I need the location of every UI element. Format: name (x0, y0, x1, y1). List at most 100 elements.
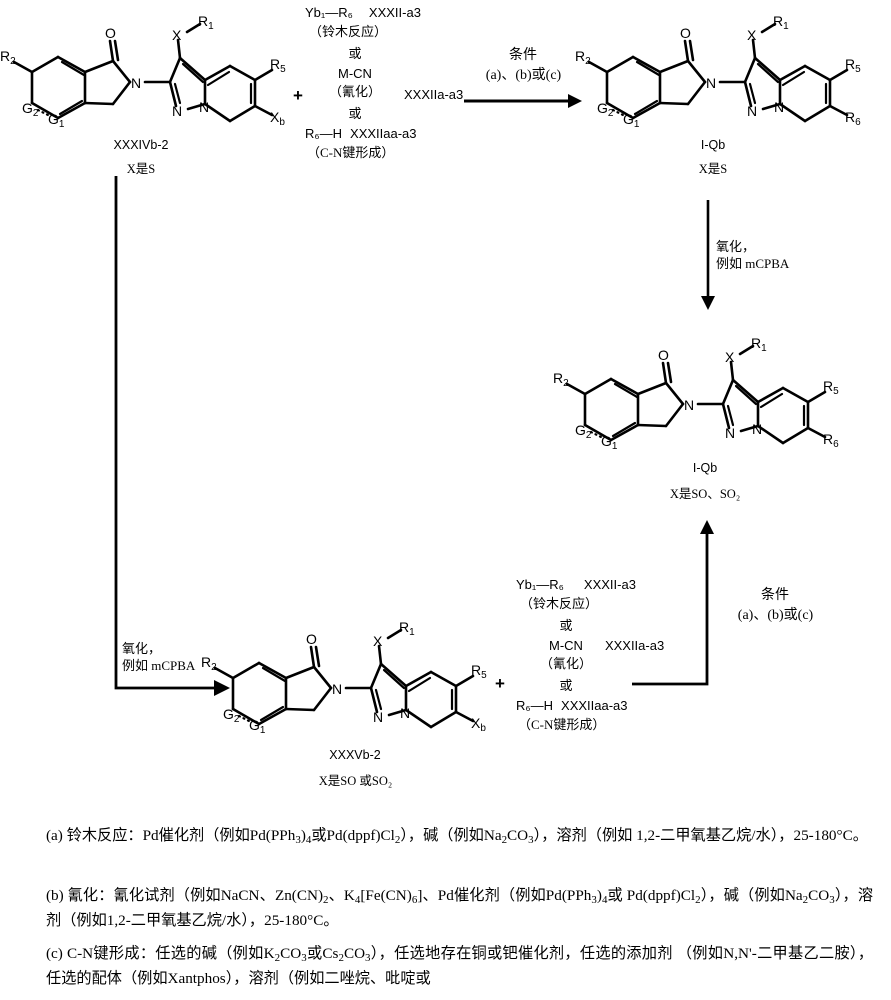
atom-label-r1: R1 (773, 13, 789, 32)
arrow-left-oxidation-drawing (114, 176, 230, 696)
atom-label-r2: R2 (201, 654, 217, 673)
reagent-bottom-line2-code: XXXIIa-a3 (604, 638, 665, 654)
structure-i-qb-sulfoxide-xlabel: X是SO、SO₂ (669, 487, 741, 501)
atom-label-n-bridge: N (774, 99, 784, 115)
reagent-top-line1-formula: Yb₁—R₆ (305, 5, 353, 20)
reagent-bottom-line3-note: （C-N键形成） (518, 717, 606, 733)
reagent-top-line3-note: （C-N键形成） (307, 145, 395, 161)
plus-sign-top: + (293, 86, 303, 105)
atom-label-n-lactam: N (684, 397, 694, 413)
atom-label-r5: R5 (270, 56, 286, 75)
arrow-top-conditions-drawing (464, 94, 582, 108)
structure-i-qb-sulfide-name: I-Qb (700, 138, 726, 152)
atom-label-r1: R1 (751, 335, 767, 354)
arrow-right-oxidation-drawing (701, 200, 715, 310)
structure-xxxivb-2: R2 G2 G1 O N X R1 N N R5 Xb (0, 13, 290, 139)
arrow-top-condition-label-2: (a)、(b)或(c) (485, 68, 562, 83)
reagent-top-line2-code: XXXIIa-a3 (404, 87, 464, 102)
atom-label-o: O (306, 631, 317, 647)
reagent-bottom-line2-formula: M-CN (549, 638, 583, 654)
structure-i-qb-sulfide-drawing: R2 G2 G1 O N X R1 N N R5 R6 (575, 13, 861, 130)
reagent-top-line1-code: XXXII-a3 (368, 5, 421, 20)
atom-label-x: X (373, 633, 383, 649)
atom-label-r5: R5 (471, 662, 487, 681)
atom-label-r2: R2 (575, 48, 591, 67)
atom-label-o: O (680, 25, 691, 41)
arrow-left-oxidation (112, 176, 232, 696)
arrow-right-oxidation-label-2: 例如 mCPBA (716, 256, 790, 271)
reagent-bottom-line3-code: XXXIIaa-a3 (561, 698, 628, 714)
reagent-bottom-or-2: 或 (559, 677, 573, 693)
atom-label-o: O (105, 25, 116, 41)
atom-label-x: X (172, 27, 182, 43)
arrow-bottom-condition-label-1: 条件 (761, 588, 789, 603)
atom-label-n-pyrazole: N (725, 425, 735, 441)
reagents-top: Yb₁—R₆ XXXII-a3 （铃木反应） 或 M-CN （氰化） 或 R₆—… (305, 5, 490, 161)
reagent-bottom-line3-formula: R₆—H (516, 698, 554, 714)
atom-label-n-pyrazole: N (747, 103, 757, 119)
structure-xxxvb-2-name: XXXVb-2 (329, 748, 381, 762)
reagent-top-line1-note: （铃木反应） (309, 23, 388, 39)
structure-xxxvb-2-xlabel: X是SO 或SO₂ (318, 774, 393, 788)
atom-label-n-bridge: N (199, 99, 209, 115)
reagent-top-line2-note: （氰化） (329, 84, 382, 100)
reagent-top-line2-formula: M-CN (338, 66, 372, 82)
structure-i-qb-sulfide-xlabel: X是S (698, 162, 728, 176)
atom-label-r2: R2 (0, 48, 16, 67)
structure-i-qb-sulfide: R2 G2 G1 O N X R1 N N R5 R6 (575, 13, 865, 139)
reagent-bottom-line1-code: XXXII-a3 (583, 577, 636, 592)
atom-label-x: X (725, 349, 735, 365)
atom-label-g2: G2 (597, 100, 614, 119)
plus-sign-bottom: + (495, 674, 505, 693)
atom-label-xb: Xb (270, 109, 285, 128)
arrow-bottom-conditions-drawing (632, 520, 714, 686)
atom-label-n-pyrazole: N (172, 103, 182, 119)
reagent-bottom-line2-note: （氰化） (540, 656, 593, 672)
structure-xxxivb-2-name: XXXIVb-2 (113, 138, 169, 152)
structure-i-qb-sulfoxide: R2 G2 G1 O N X R1 N N R5 R6 (548, 335, 848, 461)
atom-label-r2: R2 (553, 370, 569, 389)
reagent-bottom-line1-formula: Yb₁—R₆ (516, 577, 564, 592)
atom-label-g2: G2 (22, 100, 39, 119)
reagents-bottom: Yb₁—R₆ XXXII-a3 （铃木反应） 或 M-CN XXXIIa-a3 … (516, 577, 701, 733)
arrow-bottom-condition-label-2: (a)、(b)或(c) (737, 608, 814, 623)
reagent-bottom-or-1: 或 (559, 617, 573, 633)
structure-xxxivb-2-xlabel: X是S (126, 162, 156, 176)
arrow-left-oxidation-label-2: 例如 mCPBA (122, 658, 196, 673)
footnote-a: (a) 铃木反应：Pd催化剂（例如Pd(PPh3)4或Pd(dppf)Cl2），… (46, 827, 868, 847)
arrow-top-conditions (464, 90, 584, 110)
atom-label-r5: R5 (823, 378, 839, 397)
atom-label-r1: R1 (198, 13, 214, 32)
reagent-top-line3-formula: R₆—H (305, 126, 343, 142)
structure-xxxvb-2: R2 G2 G1 O N X R1 N N R5 Xb (196, 619, 496, 745)
atom-label-n-pyrazole: N (373, 709, 383, 725)
arrow-right-oxidation (700, 200, 720, 310)
arrow-bottom-conditions (630, 518, 720, 690)
reagent-bottom-line1-note: （铃木反应） (520, 595, 599, 611)
atom-label-xb: Xb (471, 715, 486, 734)
atom-label-x: X (747, 27, 757, 43)
footnote-b: (b) 氰化：氰化试剂（例如NaCN、Zn(CN)2、K4[Fe(CN)6]、P… (46, 887, 874, 929)
atom-label-r6: R6 (823, 431, 839, 450)
atom-label-n-lactam: N (131, 75, 141, 91)
atom-label-n-lactam: N (706, 75, 716, 91)
atom-label-o: O (658, 347, 669, 363)
atom-label-r6: R6 (845, 109, 861, 128)
arrow-right-oxidation-label-1: 氧化， (716, 239, 756, 254)
reagent-top-line3-code: XXXIIaa-a3 (350, 126, 417, 142)
atom-label-g2: G2 (223, 706, 240, 725)
reagent-top-or-1: 或 (348, 45, 362, 61)
structure-i-qb-sulfoxide-name: I-Qb (692, 461, 718, 475)
structure-xxxivb-2-drawing: R2 G2 G1 O N X R1 N N R5 Xb (0, 13, 286, 130)
arrow-top-condition-label-1: 条件 (509, 48, 537, 63)
structure-xxxvb-2-drawing: R2 G2 G1 O N X R1 N N R5 Xb (201, 619, 487, 736)
arrow-left-oxidation-label-1: 氧化， (122, 641, 162, 656)
atom-label-r5: R5 (845, 56, 861, 75)
atom-label-n-lactam: N (332, 681, 342, 697)
atom-label-g2: G2 (575, 422, 592, 441)
atom-label-n-bridge: N (752, 421, 762, 437)
atom-label-r1: R1 (399, 619, 415, 638)
structure-i-qb-sulfoxide-drawing: R2 G2 G1 O N X R1 N N R5 R6 (553, 335, 839, 452)
atom-label-n-bridge: N (400, 705, 410, 721)
footnote-c: (c) C-N键形成：任选的碱（例如K2CO3或Cs2CO3），任选地存在铜或钯… (46, 945, 874, 987)
